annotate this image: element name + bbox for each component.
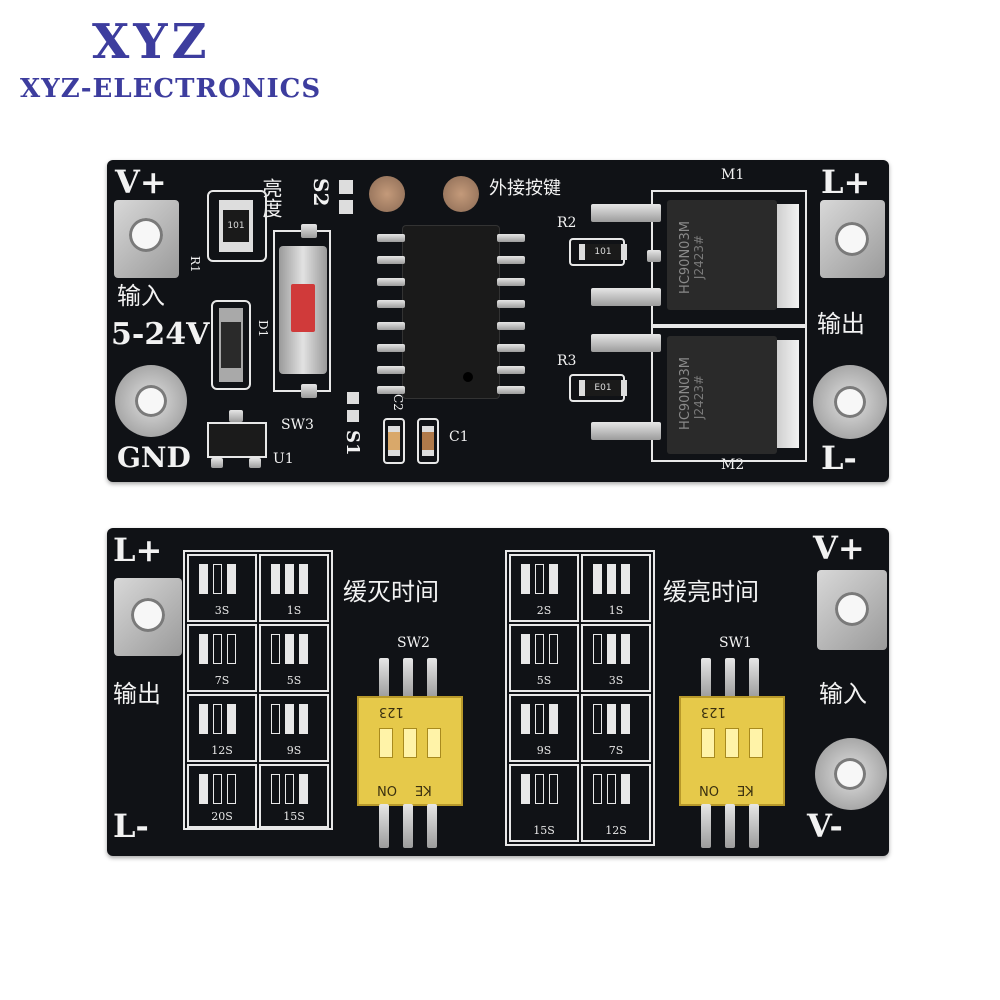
r1-resistor: 101 — [219, 200, 253, 252]
brand-name: XYZ-ELECTRONICS — [20, 74, 322, 104]
time-cell: 15S — [509, 764, 579, 842]
red-button — [291, 284, 315, 332]
output-label: 输出 — [817, 310, 865, 338]
v-plus-hole — [129, 218, 163, 252]
fade-off-label: 缓灭时间 — [343, 578, 439, 606]
m2-pin-1 — [591, 334, 661, 352]
c2-outline — [383, 418, 405, 464]
bottom-output-label: 输出 — [113, 680, 161, 708]
fade-on-label: 缓亮时间 — [663, 578, 759, 606]
key-pad-2 — [443, 176, 479, 212]
bottom-v-minus-hole — [834, 758, 866, 790]
gnd-hole — [135, 385, 167, 417]
time-cell: 9S — [509, 694, 579, 762]
u1-chip — [207, 422, 267, 458]
v-plus-label: V+ — [115, 163, 167, 201]
time-cell: 1S — [581, 554, 651, 622]
voltage-label: 5-24V — [111, 317, 210, 352]
m1-tab — [777, 204, 799, 308]
bottom-v-plus-hole — [835, 592, 869, 626]
mosfet-m2: HC90N03M J2423# — [667, 336, 777, 454]
time-cell: 1S — [259, 554, 329, 622]
m2-pin-3 — [591, 422, 661, 440]
r2-value: 101 — [579, 244, 627, 260]
gnd-label: GND — [117, 441, 191, 474]
l-plus-hole — [835, 222, 869, 256]
bottom-l-minus-label: L- — [113, 807, 149, 845]
time-cell: 7S — [187, 624, 257, 692]
time-cell: 5S — [259, 624, 329, 692]
top-pcb-board: V+ 亮度 S2 外接按键 M1 L+ R2 R1 输入 5-24V D1 输出… — [107, 160, 889, 482]
sw1-label: SW1 — [719, 635, 752, 651]
brand-logo: XYZ — [92, 14, 211, 70]
controller-ic — [403, 226, 499, 398]
l-minus-label: L- — [821, 439, 857, 477]
l-minus-hole — [834, 386, 866, 418]
fade-on-time-table — [505, 550, 655, 846]
r3-value: E01 — [579, 380, 627, 396]
fade-off-time-table — [183, 550, 333, 830]
time-cell: 7S — [581, 694, 651, 762]
m1-pin-1 — [591, 204, 661, 222]
r3-label: R3 — [557, 353, 577, 369]
sw2-dip-switch[interactable]: 123 ON KE — [357, 696, 463, 806]
mosfet-m1: HC90N03M J2423# — [667, 200, 777, 310]
l-plus-label: L+ — [821, 163, 871, 201]
sw3-label: SW3 — [281, 417, 314, 433]
time-cell: 12S — [581, 764, 651, 842]
m1-label: M1 — [721, 167, 745, 183]
input-label: 输入 — [117, 282, 165, 310]
d1-diode — [219, 308, 243, 382]
m2-tab — [777, 340, 799, 448]
r1-label: R1 — [188, 256, 202, 273]
bottom-input-label: 输入 — [819, 680, 867, 708]
bottom-v-plus-label: V+ — [813, 529, 865, 567]
bottom-v-minus-label: V- — [807, 807, 843, 845]
bottom-l-plus-hole — [131, 598, 165, 632]
c1-outline — [417, 418, 439, 464]
r1-value: 101 — [223, 210, 249, 242]
key-pad-1 — [369, 176, 405, 212]
bottom-l-plus-label: L+ — [113, 531, 163, 569]
tactile-switch — [279, 246, 327, 374]
time-cell: 2S — [509, 554, 579, 622]
time-cell: 5S — [509, 624, 579, 692]
s2-label: S2 — [309, 178, 333, 207]
time-cell: 12S — [187, 694, 257, 762]
time-cell: 15S — [259, 764, 329, 828]
s1-label: S1 — [342, 430, 363, 456]
r2-outline: 101 — [569, 238, 627, 266]
sw2-label: SW2 — [397, 635, 430, 651]
m1-pin-3 — [591, 288, 661, 306]
sw1-dip-switch[interactable]: 123 ON KE — [679, 696, 785, 806]
time-cell: 3S — [581, 624, 651, 692]
external-key-label: 外接按键 — [489, 178, 561, 199]
m2-outline — [651, 326, 807, 462]
time-cell: 3S — [187, 554, 257, 622]
r3-outline: E01 — [569, 374, 627, 402]
u1-label: U1 — [273, 451, 294, 467]
d1-outline — [211, 300, 251, 390]
r2-label: R2 — [557, 215, 577, 231]
brightness-label: 亮度 — [259, 178, 283, 218]
time-cell: 20S — [187, 764, 257, 828]
r1-outline — [207, 190, 267, 262]
c1-label: C1 — [449, 429, 469, 445]
time-cell: 9S — [259, 694, 329, 762]
c2-label: C2 — [391, 394, 405, 411]
d1-label: D1 — [256, 320, 270, 338]
bottom-pcb-board: L+ V+ 输出 输入 L- V- 缓灭时间 缓亮时间 SW2 SW1 3S 1… — [107, 528, 889, 856]
